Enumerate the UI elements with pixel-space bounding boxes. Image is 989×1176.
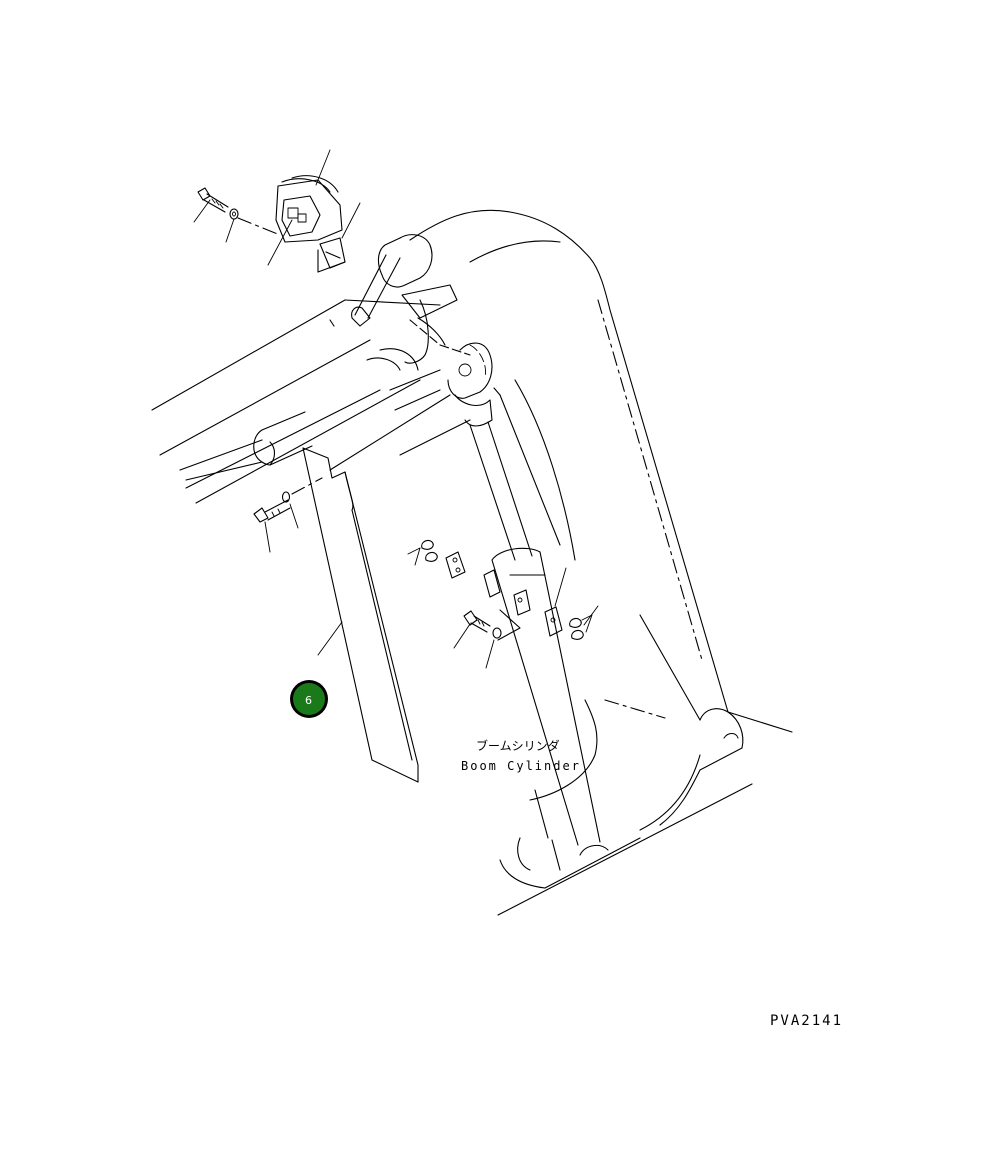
guard-plate-leader bbox=[317, 621, 343, 656]
bolt-mid bbox=[453, 610, 502, 669]
boom-arm bbox=[409, 209, 793, 916]
bolt-left bbox=[253, 499, 291, 553]
boom-cylinder bbox=[469, 379, 601, 846]
clamp-left bbox=[407, 539, 466, 579]
drawing-code: PVA2141 bbox=[770, 1013, 843, 1029]
bolt-top bbox=[193, 187, 229, 223]
callout-6-number: 6 bbox=[305, 694, 312, 707]
work-lamp bbox=[275, 175, 346, 273]
washer-top bbox=[225, 208, 281, 243]
callout-6-fill bbox=[293, 683, 325, 715]
clamp-right bbox=[544, 567, 599, 640]
boom-cylinder-label-jp: ブームシリンダ bbox=[476, 738, 560, 753]
clamp-mid bbox=[483, 569, 531, 641]
boom-cylinder-label-en: Boom Cylinder bbox=[461, 759, 581, 773]
cylinder-head-joint bbox=[409, 319, 501, 427]
lamp-leader-lines bbox=[267, 149, 361, 266]
arm-cylinder bbox=[179, 411, 313, 481]
pivot-bracket bbox=[329, 234, 458, 346]
callout-6[interactable]: 6 bbox=[290, 680, 328, 718]
washer-left bbox=[281, 477, 323, 529]
guard-plate bbox=[302, 447, 419, 783]
arm-rails bbox=[151, 299, 471, 504]
